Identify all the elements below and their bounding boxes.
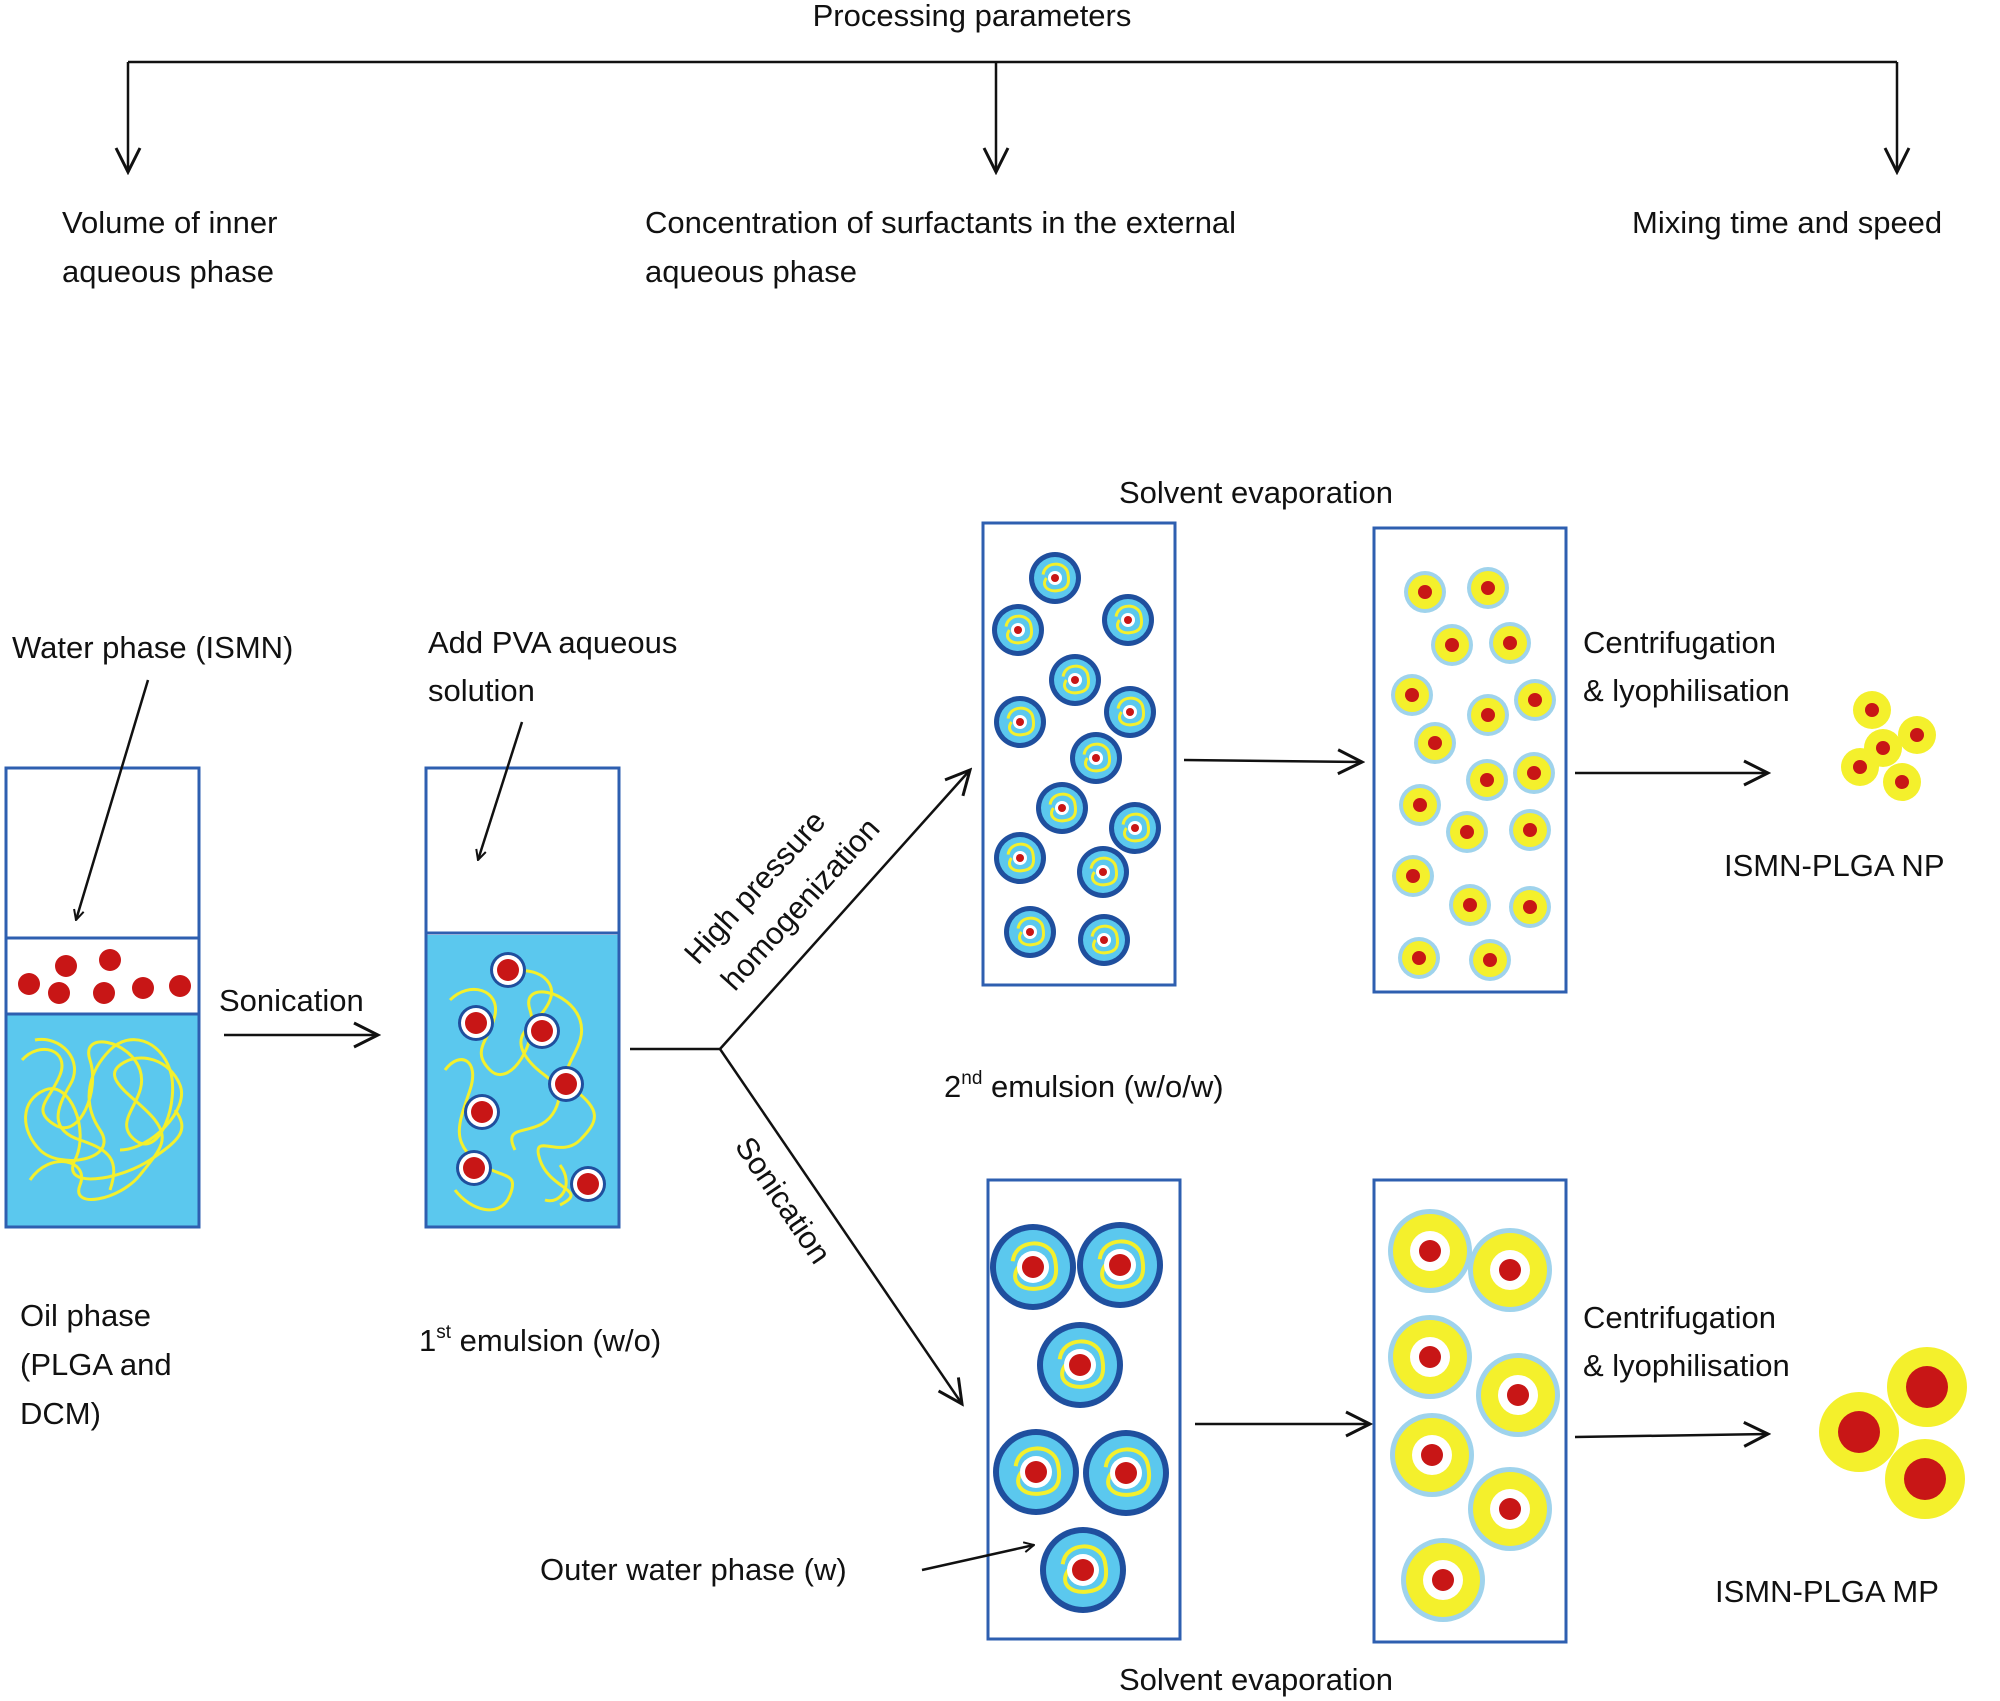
sonication-label-1: Sonication (219, 983, 364, 1018)
mp-particle (1468, 1467, 1552, 1551)
processing-parameters-title: Processing parameters (813, 0, 1132, 33)
np-particle (1414, 722, 1456, 764)
np-particle (1449, 884, 1491, 926)
np-final-particle (1883, 763, 1921, 801)
np-evaporation-arrow (1183, 760, 1362, 762)
mp-centrifugation-line1: Centrifugation (1583, 1300, 1776, 1335)
np-double-droplet (994, 832, 1046, 884)
np-final-particle (1841, 748, 1879, 786)
param-surfactant-line1: Concentration of surfactants in the exte… (645, 205, 1236, 240)
ismn-plga-mp-label: ISMN-PLGA MP (1715, 1574, 1939, 1609)
add-pva-line1: Add PVA aqueous (428, 625, 677, 660)
np-double-droplet (1070, 732, 1122, 784)
param-inner-volume-line1: Volume of inner (62, 205, 277, 240)
np-centrifugation-line1: Centrifugation (1583, 625, 1776, 660)
oil-phase-beaker (4, 766, 201, 1229)
np-particle (1509, 886, 1551, 928)
mp-double-droplet (993, 1429, 1079, 1515)
np-final-particle (1853, 691, 1891, 729)
np-final-particle (1898, 716, 1936, 754)
np-particle (1399, 784, 1441, 826)
np-double-droplet (1104, 686, 1156, 738)
np-double-droplet (1109, 802, 1161, 854)
mp-particle (1388, 1209, 1472, 1293)
branch-lines (630, 770, 970, 1404)
param-surfactant-line2: aqueous phase (645, 254, 857, 289)
mp-particle (1476, 1353, 1560, 1437)
np-double-droplet (1102, 594, 1154, 646)
mp-double-droplet (1083, 1430, 1169, 1516)
param-mixing: Mixing time and speed (1632, 205, 1942, 240)
mp-double-droplet (1040, 1527, 1126, 1613)
np-particle (1509, 809, 1551, 851)
np-double-droplet (992, 604, 1044, 656)
first-emulsion-label: 1st emulsion (w/o) (419, 1322, 661, 1358)
ismn-plga-np-label: ISMN-PLGA NP (1724, 848, 1945, 883)
np-emulsion-droplets (992, 552, 1161, 966)
np-double-droplet (1004, 906, 1056, 958)
solvent-evaporation-top: Solvent evaporation (1119, 475, 1393, 510)
np-particle (1469, 939, 1511, 981)
mp-double-droplet (1037, 1322, 1123, 1408)
water-phase-label: Water phase (ISMN) (12, 630, 293, 665)
np-particle (1431, 624, 1473, 666)
mp-final-particle (1887, 1347, 1967, 1427)
second-emulsion-label: 2nd emulsion (w/o/w) (944, 1068, 1224, 1104)
mp-double-droplet (990, 1224, 1076, 1310)
add-pva-line2: solution (428, 673, 535, 708)
param-inner-volume-line2: aqueous phase (62, 254, 274, 289)
oil-phase-line2: (PLGA and (20, 1347, 172, 1382)
mp-hardened-particles (1388, 1209, 1560, 1622)
oil-phase-line3: DCM) (20, 1396, 101, 1431)
first-emulsion-beaker (424, 766, 621, 1229)
solvent-evaporation-bottom: Solvent evaporation (1119, 1662, 1393, 1697)
polymer-tangle-oil (20, 1037, 184, 1201)
np-centrifugation-line2: & lyophilisation (1583, 673, 1790, 708)
mp-double-droplet (1077, 1222, 1163, 1308)
mp-emulsion-droplets (990, 1222, 1169, 1613)
mp-particle (1390, 1413, 1474, 1497)
mp-centrifugation-line2: & lyophilisation (1583, 1348, 1790, 1383)
np-particle (1392, 855, 1434, 897)
np-hardened-particles (1391, 567, 1556, 981)
np-particle (1467, 567, 1509, 609)
parameters-bracket (128, 60, 1897, 172)
np-particle (1489, 622, 1531, 664)
np-double-droplet (1029, 552, 1081, 604)
np-double-droplet (994, 696, 1046, 748)
mp-final-particle (1819, 1392, 1899, 1472)
mp-particle (1468, 1228, 1552, 1312)
np-double-droplet (1049, 654, 1101, 706)
np-particle (1466, 759, 1508, 801)
mp-particle (1388, 1315, 1472, 1399)
np-particle (1513, 752, 1555, 794)
np-double-droplet (1077, 846, 1129, 898)
mp-centrifugation-arrow (1574, 1434, 1768, 1437)
outer-water-label: Outer water phase (w) (540, 1552, 847, 1587)
np-particle (1446, 811, 1488, 853)
np-double-droplet (1078, 914, 1130, 966)
w-o-droplets (456, 952, 606, 1202)
mp-final-cluster (1819, 1347, 1967, 1519)
np-double-droplet (1036, 782, 1088, 834)
np-particle (1514, 679, 1556, 721)
add-pva-arrow (478, 721, 524, 860)
outer-water-arrow (921, 1545, 1034, 1572)
np-particle (1404, 571, 1446, 613)
mp-final-particle (1885, 1439, 1965, 1519)
high-pressure-label: High pressure homogenization (677, 804, 886, 997)
np-final-cluster (1841, 691, 1936, 801)
np-particle (1467, 694, 1509, 736)
water-phase-arrow (76, 679, 150, 920)
np-particle (1391, 674, 1433, 716)
mp-particle (1401, 1538, 1485, 1622)
np-particle (1398, 937, 1440, 979)
drug-droplets-oil (18, 949, 191, 1004)
oil-phase-line1: Oil phase (20, 1298, 151, 1333)
